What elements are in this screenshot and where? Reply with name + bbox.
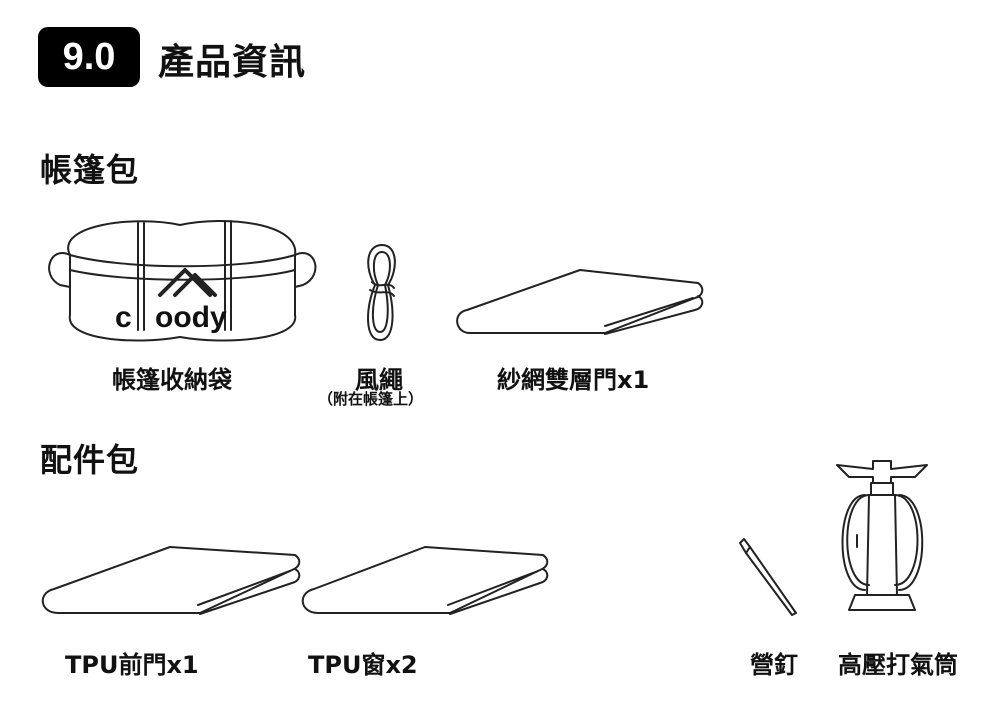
- page-title: 產品資訊: [158, 42, 307, 83]
- guy-rope-note: （附在帳篷上）: [318, 390, 424, 408]
- mesh-door-illustration: [456, 269, 704, 335]
- accessory-bag-heading: 配件包: [40, 441, 140, 479]
- guy-rope-illustration: [367, 244, 396, 341]
- tpu-front-door-label: TPU前門x1: [65, 651, 199, 679]
- guy-rope-label: 風繩: [355, 366, 403, 394]
- svg-text:oody: oody: [155, 301, 227, 334]
- tpu-window-illustration: [301, 546, 549, 615]
- coody-logo-text: c: [115, 301, 132, 334]
- storage-bag-illustration: c oody: [48, 220, 317, 342]
- storage-bag-label: 帳篷收納袋: [112, 366, 232, 394]
- mesh-door-label: 紗網雙層門x1: [497, 366, 650, 394]
- air-pump-label: 高壓打氣筒: [838, 651, 958, 679]
- air-pump-illustration: [836, 460, 928, 611]
- tent-stake-illustration: [739, 538, 797, 616]
- tent-bag-heading: 帳篷包: [40, 151, 140, 189]
- tent-stake-label: 營釘: [750, 651, 798, 679]
- tpu-window-label: TPU窗x2: [308, 651, 418, 679]
- tpu-front-door-illustration: [41, 546, 301, 615]
- section-number-badge: 9.0: [38, 27, 140, 87]
